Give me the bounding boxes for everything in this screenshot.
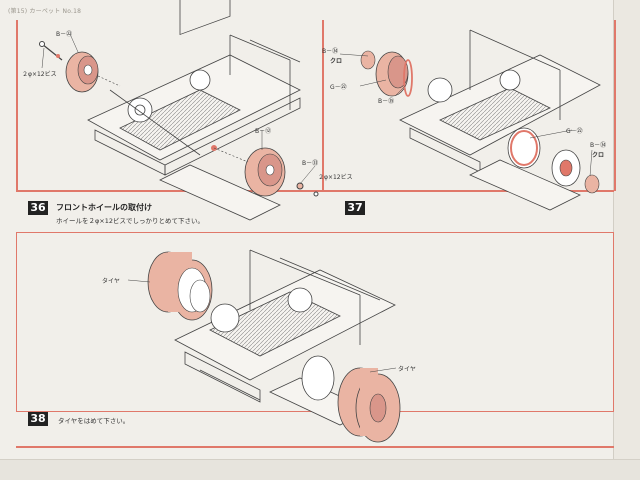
label-tire-left: タイヤ bbox=[102, 278, 120, 285]
label-b22: B－㉒ bbox=[56, 31, 73, 38]
step36-front-wheel-right bbox=[211, 145, 319, 197]
step-36-title: フロントホイールの取付け bbox=[56, 203, 152, 212]
step36-front-wheel-left bbox=[65, 51, 99, 93]
step38-tire-right bbox=[301, 355, 401, 443]
step-36-instruction: ホイールを２φ×12ビスでしっかりとめて下さい。 bbox=[56, 217, 205, 225]
step-36-number: 36 bbox=[28, 201, 48, 215]
label-screw-right: ２φ×12ビス bbox=[318, 174, 353, 181]
step-38-instruction: タイヤをはめて下さい。 bbox=[58, 417, 130, 425]
divider-step-37 bbox=[322, 190, 614, 192]
label-screw-left: ２φ×12ビス bbox=[22, 71, 57, 78]
step37-rear-wheel-top bbox=[360, 50, 413, 97]
step36-screw-left bbox=[39, 41, 121, 87]
label-b34-right: B－㉞ bbox=[590, 142, 607, 149]
label-b35: B－㉟ bbox=[378, 98, 395, 105]
label-b34-top: B－㉞ bbox=[322, 48, 339, 55]
divider-step-36 bbox=[16, 190, 322, 192]
label-g22: G－㉒ bbox=[330, 84, 347, 91]
label-b33: B－㉝ bbox=[302, 160, 319, 167]
step36-chassis-drawing bbox=[87, 0, 301, 221]
label-kuro-right: クロ bbox=[592, 152, 605, 159]
label-g22-right: G－㉒ bbox=[566, 128, 583, 135]
label-tire-right: タイヤ bbox=[398, 366, 416, 373]
bottom-divider bbox=[16, 446, 614, 448]
step38-tire-left bbox=[147, 251, 213, 321]
page-bottom-edge bbox=[0, 459, 640, 480]
label-b12: B－⑫ bbox=[255, 128, 272, 135]
step-37-number: 37 bbox=[345, 201, 365, 215]
leader-lines bbox=[41, 33, 593, 373]
step37-chassis-drawing bbox=[399, 29, 601, 211]
page-header: (第15) カーペット No.18 bbox=[8, 8, 82, 15]
label-kuro-top: クロ bbox=[330, 58, 343, 65]
step37-rear-wheel-bottom bbox=[507, 127, 600, 194]
step-38-number: 38 bbox=[28, 412, 48, 426]
center-divider bbox=[322, 20, 324, 192]
